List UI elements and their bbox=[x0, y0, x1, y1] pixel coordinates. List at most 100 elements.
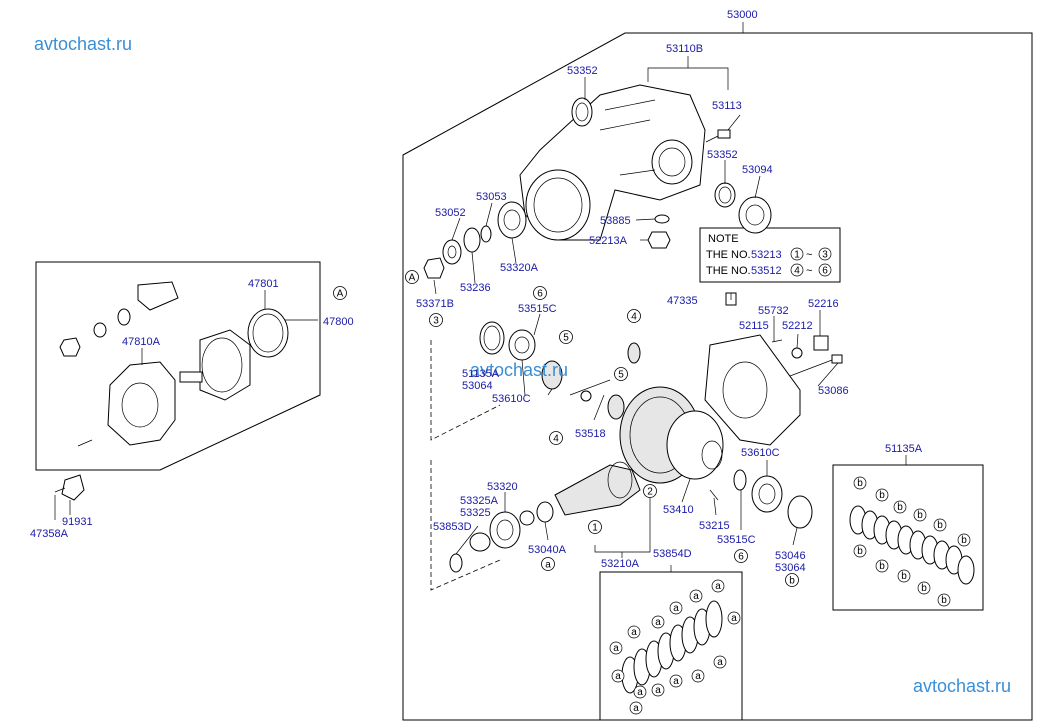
label-53236[interactable]: 53236 bbox=[460, 282, 491, 294]
label-53515C-top[interactable]: 53515C bbox=[518, 303, 557, 315]
note-line2-to: 6 bbox=[822, 266, 828, 277]
svg-text:a: a bbox=[695, 671, 701, 682]
label-53515C-bottom[interactable]: 53515C bbox=[717, 534, 756, 546]
oring-53053 bbox=[480, 225, 492, 243]
flange-53094 bbox=[738, 196, 772, 234]
svg-text:b: b bbox=[789, 576, 795, 587]
note-line1-part[interactable]: 53213 bbox=[751, 249, 782, 261]
collapsible-spacer bbox=[469, 532, 491, 552]
label-53110B[interactable]: 53110B bbox=[666, 43, 703, 55]
label-47800[interactable]: 47800 bbox=[323, 316, 354, 328]
label-53352-top[interactable]: 53352 bbox=[567, 65, 598, 77]
svg-text:b: b bbox=[937, 520, 943, 531]
label-53853D[interactable]: 53853D bbox=[433, 521, 472, 533]
label-53371B[interactable]: 53371B bbox=[416, 298, 454, 310]
label-47358A[interactable]: 47358A bbox=[30, 528, 69, 540]
note-line2-part[interactable]: 53512 bbox=[751, 265, 782, 277]
svg-text:a: a bbox=[615, 671, 621, 682]
label-52216[interactable]: 52216 bbox=[808, 298, 839, 310]
shim-53040A bbox=[536, 501, 554, 523]
label-53064-left[interactable]: 53064 bbox=[462, 380, 493, 392]
label-53325[interactable]: 53325 bbox=[460, 507, 491, 519]
pinion-gear-top bbox=[627, 342, 641, 364]
label-53113[interactable]: 53113 bbox=[712, 100, 742, 112]
label-53854D[interactable]: 53854D bbox=[653, 548, 692, 560]
rear-cover-subframe bbox=[35, 261, 321, 471]
label-53086[interactable]: 53086 bbox=[818, 385, 849, 397]
bolt-91931 bbox=[54, 474, 85, 501]
note-line2-prefix: THE NO. bbox=[706, 265, 751, 277]
label-52115[interactable]: 52115 bbox=[739, 320, 769, 332]
callout-4-b: 4 bbox=[549, 431, 563, 445]
label-53215[interactable]: 53215 bbox=[699, 520, 730, 532]
label-47801[interactable]: 47801 bbox=[248, 278, 279, 290]
watermark-bottom-right: avtochast.ru bbox=[913, 676, 1011, 696]
bolt-53113 bbox=[705, 129, 731, 143]
drive-pinion bbox=[554, 461, 641, 516]
label-51135A-left[interactable]: 51135A bbox=[462, 368, 500, 380]
svg-text:2: 2 bbox=[647, 487, 653, 498]
stack-a-markers: a a a a a a a a a a a a a a bbox=[609, 579, 741, 715]
label-51135A-right[interactable]: 51135A bbox=[885, 443, 923, 455]
label-53000[interactable]: 53000 bbox=[727, 9, 758, 21]
callout-A-main: A bbox=[405, 270, 419, 284]
svg-text:b: b bbox=[921, 583, 927, 594]
label-47810A[interactable]: 47810A bbox=[122, 336, 161, 348]
washer-stack-b bbox=[849, 505, 975, 585]
part-labels: 53000 53110B 53352 53113 53352 53094 538… bbox=[30, 9, 923, 574]
main-assembly-frame bbox=[402, 32, 1033, 721]
label-53352-right[interactable]: 53352 bbox=[707, 149, 738, 161]
label-53410[interactable]: 53410 bbox=[663, 504, 694, 516]
oil-seal-right bbox=[714, 182, 736, 208]
label-52213A[interactable]: 52213A bbox=[589, 235, 628, 247]
note: NOTE THE NO. 53213 1 ~ 3 THE NO. 53512 4… bbox=[706, 233, 832, 277]
label-53610C-left[interactable]: 53610C bbox=[492, 393, 531, 405]
label-53320[interactable]: 53320 bbox=[487, 481, 518, 493]
label-47335[interactable]: 47335 bbox=[667, 295, 698, 307]
plug-52213A bbox=[647, 231, 671, 249]
svg-text:a: a bbox=[637, 687, 643, 698]
callout-4-a: 4 bbox=[627, 309, 641, 323]
svg-text:4: 4 bbox=[631, 312, 637, 323]
label-53053[interactable]: 53053 bbox=[476, 191, 507, 203]
svg-text:b: b bbox=[879, 561, 885, 572]
callout-6-bottom: 6 bbox=[734, 549, 748, 563]
svg-text:a: a bbox=[731, 613, 737, 624]
label-53052[interactable]: 53052 bbox=[435, 207, 466, 219]
small-ring bbox=[93, 322, 107, 338]
label-53046[interactable]: 53046 bbox=[775, 550, 806, 562]
note-line2-from: 4 bbox=[794, 266, 800, 277]
ring-53325 bbox=[519, 510, 535, 526]
callout-3: 3 bbox=[429, 313, 443, 327]
callout-A-sub: A bbox=[333, 286, 347, 300]
note-line1-prefix: THE NO. bbox=[706, 249, 751, 261]
label-53040A[interactable]: 53040A bbox=[528, 544, 567, 556]
label-53320A[interactable]: 53320A bbox=[500, 262, 539, 274]
label-91931[interactable]: 91931 bbox=[62, 516, 93, 528]
svg-text:b: b bbox=[857, 478, 863, 489]
label-53610C-right[interactable]: 53610C bbox=[741, 447, 780, 459]
callout-1: 1 bbox=[588, 520, 602, 534]
svg-text:4: 4 bbox=[553, 434, 559, 445]
washer-stack-a bbox=[621, 600, 723, 694]
svg-text:b: b bbox=[961, 535, 967, 546]
lower-dashed-boundary bbox=[430, 460, 501, 591]
label-53885[interactable]: 53885 bbox=[600, 215, 631, 227]
label-52212[interactable]: 52212 bbox=[782, 320, 813, 332]
svg-text:a: a bbox=[631, 627, 637, 638]
rear-housing-cover-52115 bbox=[704, 334, 801, 446]
bracket-top bbox=[137, 281, 179, 311]
label-53518[interactable]: 53518 bbox=[575, 428, 606, 440]
small-seal bbox=[117, 308, 131, 326]
label-53094[interactable]: 53094 bbox=[742, 164, 773, 176]
label-53064-bottom[interactable]: 53064 bbox=[775, 562, 806, 574]
bearing-53320 bbox=[489, 511, 521, 549]
pin-55732 bbox=[771, 339, 783, 343]
svg-text:6: 6 bbox=[537, 289, 543, 300]
label-53325A[interactable]: 53325A bbox=[460, 495, 499, 507]
svg-text:5: 5 bbox=[618, 370, 624, 381]
label-53210A[interactable]: 53210A bbox=[601, 558, 640, 570]
nut-53371B bbox=[423, 257, 445, 279]
label-55732[interactable]: 55732 bbox=[758, 305, 789, 317]
